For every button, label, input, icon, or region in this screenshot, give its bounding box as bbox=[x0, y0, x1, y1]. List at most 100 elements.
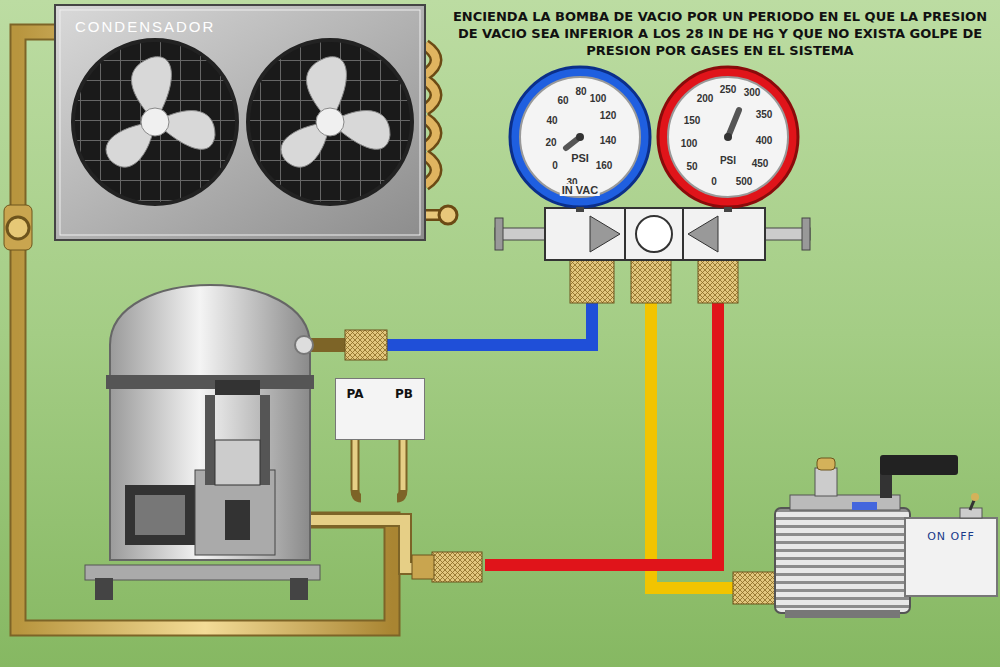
compressor bbox=[85, 285, 345, 600]
node-label: 40 bbox=[546, 115, 557, 126]
pressure-gauges-part bbox=[724, 133, 732, 141]
hoses-part bbox=[485, 300, 718, 565]
hoses-part bbox=[412, 555, 434, 579]
node-label: PB bbox=[395, 387, 413, 401]
vacuum-pump-part bbox=[775, 508, 910, 613]
condenser-coil-part bbox=[425, 45, 436, 185]
condenser-fans bbox=[73, 40, 412, 204]
title-text: ENCIENDA LA BOMBA DE VACIO POR UN PERIOD… bbox=[445, 8, 995, 59]
node-label: 0 bbox=[552, 160, 558, 171]
vacuum-pump-part bbox=[880, 455, 958, 475]
brass-piping-part bbox=[4, 205, 32, 250]
node-label: 120 bbox=[600, 110, 617, 121]
compressor-part bbox=[85, 565, 320, 580]
pressure-switch-tubes bbox=[355, 440, 403, 498]
node-label: 450 bbox=[752, 158, 769, 169]
vacuum-pump-part bbox=[852, 502, 877, 510]
node-label: 200 bbox=[697, 93, 714, 104]
node-label: PSI bbox=[720, 155, 736, 166]
node-label: PSI bbox=[571, 152, 589, 164]
manifold-part bbox=[590, 216, 620, 252]
condenser-housing bbox=[55, 5, 425, 240]
brass-piping-part bbox=[7, 217, 29, 239]
pressure-switch-box: PA PB bbox=[335, 378, 425, 440]
node-label: 500 bbox=[736, 176, 753, 187]
condenser-fans-part bbox=[73, 40, 237, 204]
node-label: PA bbox=[347, 387, 364, 401]
node-label: 350 bbox=[756, 109, 773, 120]
pressure-switch-tubes-part bbox=[355, 440, 403, 490]
compressor-part bbox=[260, 395, 270, 485]
compressor-part bbox=[215, 440, 260, 485]
brass-piping-part bbox=[18, 32, 392, 628]
pressure-gauges-part bbox=[576, 133, 584, 141]
pressure-gauges-part bbox=[668, 77, 788, 197]
compressor-part bbox=[106, 375, 314, 389]
compressor-part bbox=[205, 395, 215, 485]
node-label: IN VAC bbox=[560, 184, 600, 196]
manifold-part bbox=[495, 218, 503, 250]
pressure-gauges-part bbox=[510, 67, 650, 207]
brass-piping-part bbox=[305, 520, 430, 568]
compressor-part bbox=[215, 380, 260, 395]
node-label: 20 bbox=[545, 137, 556, 148]
compressor-part bbox=[135, 495, 185, 535]
node-label: 300 bbox=[744, 87, 761, 98]
condenser-fans-part bbox=[106, 57, 215, 167]
compressor-part bbox=[225, 500, 250, 540]
node-label: 150 bbox=[684, 115, 701, 126]
node-label: 0 bbox=[711, 176, 717, 187]
node-label: ON OFF bbox=[927, 530, 975, 543]
node-label: 250 bbox=[720, 84, 737, 95]
gauge-face: 02040608010012014016030PSIIN VAC bbox=[510, 67, 650, 207]
compressor-part bbox=[110, 285, 310, 560]
compressor-part bbox=[295, 336, 313, 354]
pressure-gauges-part bbox=[728, 110, 739, 137]
hoses-part bbox=[733, 572, 775, 604]
hoses-part bbox=[570, 258, 614, 303]
condenser-housing-part bbox=[55, 5, 425, 240]
condenser-fans-part bbox=[141, 108, 169, 136]
pressure-gauges-part bbox=[580, 207, 728, 212]
node-label: 400 bbox=[756, 135, 773, 146]
node-label: 100 bbox=[681, 138, 698, 149]
gauge-face: 0 50 100 150 200 250 300 350 400 450 500PSI bbox=[658, 67, 798, 207]
manifold-part bbox=[802, 218, 810, 250]
hoses-part bbox=[385, 300, 592, 345]
vacuum-pump-part bbox=[815, 468, 837, 496]
manifold bbox=[495, 208, 810, 260]
pressure-gauges-part bbox=[658, 67, 798, 207]
compressor-part bbox=[290, 578, 308, 600]
vacuum-pump-part bbox=[971, 493, 979, 501]
condenser-housing-part bbox=[60, 10, 420, 235]
manifold-part bbox=[545, 208, 765, 260]
hoses-part bbox=[345, 330, 387, 360]
node-label: CONDENSADOR bbox=[75, 18, 215, 35]
compressor-part bbox=[125, 485, 195, 545]
vacuum-pump-part bbox=[785, 610, 900, 618]
node-label: 100 bbox=[590, 93, 607, 104]
condenser-coil-part bbox=[439, 206, 457, 224]
condenser-fans-part bbox=[248, 40, 412, 204]
brass-piping-part bbox=[18, 32, 392, 628]
condenser-box: CONDENSADOR bbox=[55, 5, 425, 240]
vacuum-pump-part bbox=[817, 458, 835, 470]
vacuum-pump bbox=[775, 455, 997, 618]
condenser-fans-part bbox=[281, 57, 390, 167]
pressure-gauges-part bbox=[520, 77, 640, 197]
node-label: 60 bbox=[557, 95, 568, 106]
manifold-part bbox=[625, 208, 683, 260]
manifold-part bbox=[688, 216, 718, 252]
hoses-part bbox=[631, 258, 671, 303]
hoses-part bbox=[432, 552, 482, 582]
pressure-switch-tubes-part bbox=[355, 440, 403, 498]
brass-piping-part bbox=[305, 520, 430, 568]
condenser-coil-part bbox=[425, 45, 436, 185]
manifold-part bbox=[636, 216, 672, 252]
node-label: 160 bbox=[596, 160, 613, 171]
switch-box: ON OFF bbox=[905, 518, 997, 596]
pressure-gauges bbox=[510, 67, 798, 212]
node-label: 140 bbox=[600, 135, 617, 146]
node-label: 50 bbox=[686, 161, 697, 172]
